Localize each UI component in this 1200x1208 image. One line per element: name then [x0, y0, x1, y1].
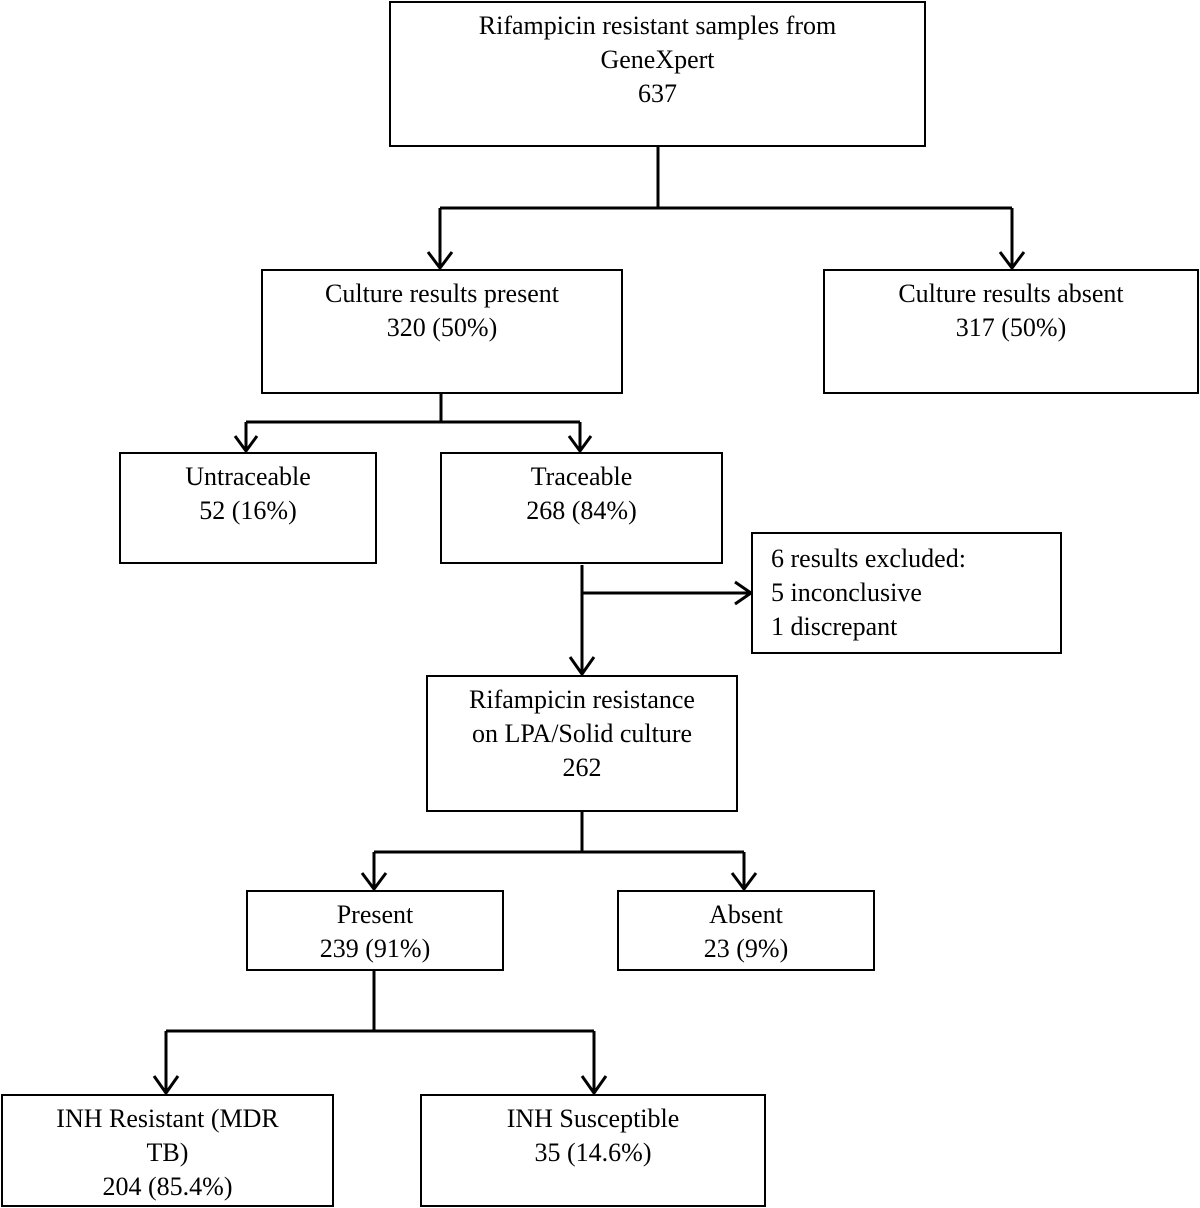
node-text-line: Absent [709, 900, 783, 929]
node-inh-susceptible: INH Susceptible 35 (14.6%) [420, 1094, 766, 1207]
node-inh-resistant: INH Resistant (MDR TB) 204 (85.4%) [1, 1094, 334, 1207]
node-absent: Absent 23 (9%) [617, 890, 875, 971]
node-count: 262 [562, 753, 602, 782]
arrowhead-inh-susceptible [580, 1075, 608, 1096]
node-text-line: INH Susceptible [506, 1104, 680, 1133]
node-traceable: Traceable 268 (84%) [440, 452, 723, 564]
node-text-line: 6 results excluded: [771, 544, 966, 573]
node-text-line: Present [336, 900, 414, 929]
arrowhead-traceable [567, 435, 593, 454]
node-text-line: 5 inconclusive [771, 578, 922, 607]
node-count: 239 (91%) [319, 934, 431, 963]
node-text-line: Rifampicin resistance [469, 685, 695, 714]
arrowhead-present [360, 872, 388, 892]
arrowhead-inh-resistant [152, 1075, 180, 1096]
node-rif-resistant-samples: Rifampicin resistant samples from GeneXp… [389, 1, 926, 147]
node-count: 204 (85.4%) [102, 1172, 233, 1201]
node-text-line: on LPA/Solid culture [471, 719, 693, 748]
arrowhead-culture-present [426, 251, 454, 271]
node-text-line: GeneXpert [600, 45, 715, 74]
node-text-line: Culture results present [325, 279, 559, 308]
node-untraceable: Untraceable 52 (16%) [119, 452, 377, 564]
arrowhead-untraceable [233, 435, 259, 454]
node-count: 320 (50%) [386, 313, 498, 342]
arrowhead-culture-absent [998, 251, 1026, 271]
node-text-line: Rifampicin resistant samples from [478, 11, 837, 40]
arrowhead-rif-resistance [568, 656, 596, 677]
node-text-line: 1 discrepant [771, 612, 898, 641]
node-rif-resistance-lpa: Rifampicin resistance on LPA/Solid cultu… [426, 675, 738, 812]
node-count: 268 (84%) [526, 496, 637, 525]
node-present: Present 239 (91%) [246, 890, 504, 971]
node-text-line: Untraceable [185, 462, 311, 491]
node-count: 317 (50%) [955, 313, 1067, 342]
node-culture-results-present: Culture results present 320 (50%) [261, 269, 623, 394]
node-culture-results-absent: Culture results absent 317 (50%) [823, 269, 1199, 394]
node-results-excluded: 6 results excluded: 5 inconclusive 1 dis… [751, 532, 1062, 654]
node-count: 35 (14.6%) [534, 1138, 652, 1167]
node-text-line: INH Resistant (MDR [56, 1104, 279, 1133]
node-count: 23 (9%) [703, 934, 789, 963]
arrowhead-absent [730, 872, 758, 892]
node-count: 52 (16%) [199, 496, 297, 525]
node-text-line: Culture results absent [898, 279, 1124, 308]
node-count: 637 [638, 79, 677, 108]
node-text-line: TB) [146, 1138, 189, 1167]
node-text-line: Traceable [530, 462, 633, 491]
